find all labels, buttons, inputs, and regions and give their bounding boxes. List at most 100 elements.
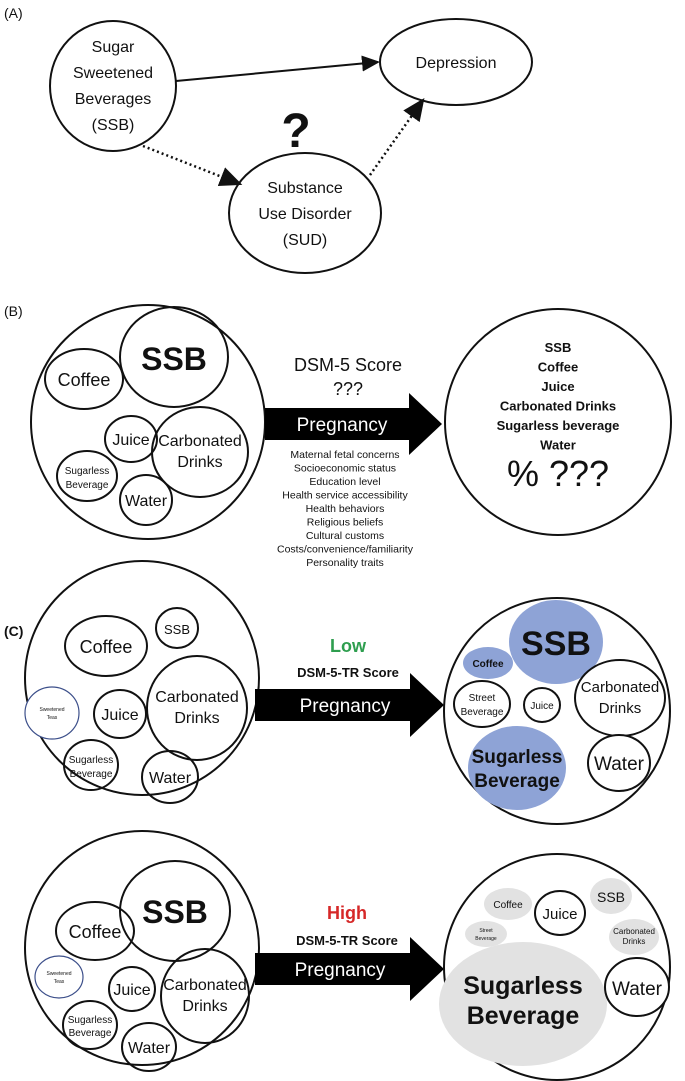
c-high-r-ssb-bubble [590,878,632,914]
c-low-carbonated-line-2: Drinks [174,710,219,727]
panel-a-label: (A) [4,5,23,21]
c-low-ssb-label: SSB [164,622,190,637]
c-high-r-carbonated-bubble [609,919,659,955]
c-high-r-carbonated-line-2: Drinks [623,937,646,946]
ssb-node [49,20,177,152]
b-factor-7: Cultural customs [306,530,384,542]
b-right-circle [444,308,672,536]
c-low-r-carbonated-bubble [574,659,666,737]
c-high-r-street-line-2: Beverage [475,936,497,942]
panel-c-low: (C) Coffee SSB Sweetened Teas Juice Carb… [4,560,671,825]
b-sugarless-line-1: Sugarless [65,466,109,477]
c-low-sugarless-line-1: Sugarless [69,755,113,766]
c-low-score-label: DSM-5-TR Score [297,665,399,680]
c-low-r-water-label: Water [594,754,645,775]
depression-node [379,18,533,106]
depression-label: Depression [416,55,497,72]
c-high-r-coffee-label: Coffee [493,900,523,911]
panel-c-high: SSB Coffee Sweetened Teas Juice Carbonat… [24,830,671,1081]
c-low-coffee-bubble [64,615,148,677]
b-percent: % ??? [507,453,609,494]
c-low-r-sugarless-bubble [468,726,566,810]
c-high-sugarless-line-1: Sugarless [68,1015,112,1026]
c-low-right-circle [443,597,671,825]
c-high-r-water-label: Water [612,979,663,1000]
c-high-left-circle [24,830,260,1066]
b-pregnancy-arrow [265,393,442,455]
arrow-ssb-to-depression [175,55,380,82]
c-high-sugarless-line-2: Beverage [69,1028,112,1039]
c-low-coffee-label: Coffee [80,637,133,657]
c-high-r-ssb-label: SSB [597,889,625,905]
b-carbonated-line-2: Drinks [177,454,222,471]
c-high-r-coffee-bubble [484,888,532,920]
c-low-r-street-line-1: Street [469,693,496,704]
b-juice-bubble [104,415,158,463]
c-high-teas-line-1: Sweetened [46,971,71,977]
c-high-ssb-label: SSB [142,894,208,930]
c-high-carbonated-line-2: Drinks [182,998,227,1015]
b-factor-4: Health service accessibility [282,490,408,502]
c-low-juice-bubble [93,689,147,739]
b-coffee-bubble [44,348,124,410]
b-right-item-3: Juice [541,379,574,394]
panel-b-label: (B) [4,303,23,319]
c-low-r-sugarless-line-2: Beverage [474,771,560,792]
c-high-water-bubble [121,1022,177,1072]
b-right-item-6: Water [540,438,576,453]
c-low-carbonated-bubble [146,655,248,761]
b-right-item-4: Carbonated Drinks [500,399,616,414]
c-high-score-label: DSM-5-TR Score [296,933,398,948]
b-factor-1: Maternal fetal concerns [290,449,399,461]
c-low-level: Low [330,636,367,656]
b-factor-8: Costs/convenience/familiarity [277,544,414,556]
arrow-sud-to-depression [368,97,425,176]
ssb-node-line-2: Sweetened [73,65,153,82]
c-low-water-label: Water [149,770,192,787]
c-low-r-juice-bubble [523,687,561,723]
c-high-r-water-bubble [604,957,670,1017]
c-high-r-juice-bubble [534,890,586,936]
c-low-r-carbonated-line-1: Carbonated [581,679,659,696]
b-coffee-label: Coffee [58,370,111,390]
c-high-juice-bubble [108,966,156,1012]
c-high-pregnancy-label: Pregnancy [295,960,386,981]
panel-a: (A) Sugar Sweetened Beverages (SSB) Depr… [4,5,533,274]
c-low-teas-bubble [24,686,80,740]
c-low-r-water-bubble [587,734,651,792]
b-factor-5: Health behaviors [306,503,385,515]
c-high-r-street-bubble [465,921,507,947]
c-high-juice-label: Juice [113,982,150,999]
c-high-r-sugarless-line-2: Beverage [467,1002,580,1030]
c-high-r-carbonated-line-1: Carbonated [613,927,655,936]
c-high-water-label: Water [128,1040,171,1057]
b-pregnancy-label: Pregnancy [297,415,388,436]
b-right-item-1: SSB [545,340,572,355]
c-low-carbonated-line-1: Carbonated [155,689,239,706]
c-high-pregnancy-arrow [255,937,444,1001]
b-water-label: Water [125,493,168,510]
b-sugarless-bubble [56,450,118,502]
arrow-ssb-to-sud [142,144,243,187]
c-low-r-carbonated-line-2: Drinks [599,700,642,717]
ssb-node-line-4: (SSB) [92,117,135,134]
c-low-sugarless-bubble [63,739,119,791]
c-high-coffee-label: Coffee [69,922,122,942]
b-factor-9: Personality traits [306,557,384,569]
ssb-node-line-1: Sugar [92,39,135,56]
c-low-r-street-bubble [453,680,511,728]
b-factor-2: Socioeconomic status [294,463,396,475]
sud-node [228,152,382,274]
c-low-sugarless-line-2: Beverage [70,769,113,780]
panel-c-label: (C) [4,623,23,639]
c-low-r-sugarless-line-1: Sugarless [472,747,563,768]
c-high-r-street-line-1: Street [479,928,493,934]
b-factor-3: Education level [309,476,380,488]
c-high-teas-line-2: Teas [54,979,65,985]
question-mark: ? [281,105,310,158]
b-factor-6: Religious beliefs [307,517,383,529]
panel-b: (B) SSB Coffee Juice Carbonated Drinks S… [4,303,672,569]
c-high-coffee-bubble [55,901,135,961]
